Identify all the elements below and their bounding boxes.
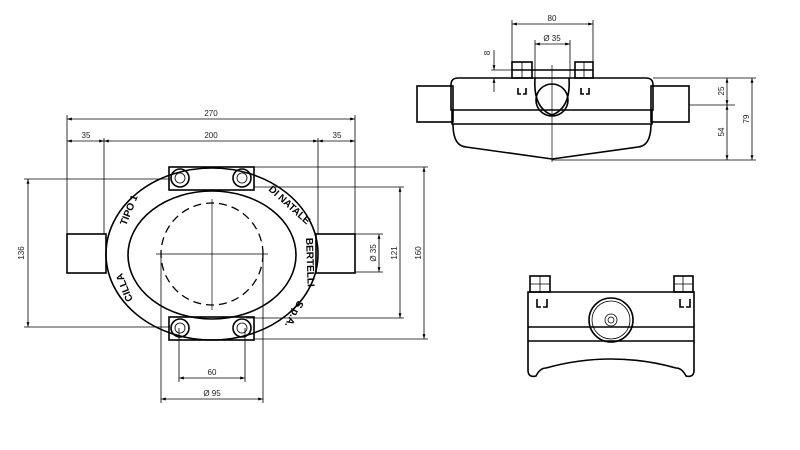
dim-bore-diameter: Ø 95 bbox=[203, 389, 221, 398]
label-maker-1: DI NATALE bbox=[266, 184, 312, 227]
dim-right-stub: 35 bbox=[333, 131, 342, 140]
dim-lower-height: 54 bbox=[717, 127, 726, 136]
dim-bolt-spacing: 60 bbox=[208, 368, 217, 377]
side-dimension-lines bbox=[491, 20, 756, 161]
dim-bolt-spacing-vertical: 136 bbox=[17, 246, 26, 260]
dim-body-width: 200 bbox=[204, 131, 218, 140]
dim-inner-height: 121 bbox=[390, 246, 399, 260]
left-stub bbox=[66, 233, 107, 274]
bottom-clamp-plate bbox=[168, 316, 255, 341]
right-stub bbox=[315, 233, 356, 274]
side-view: 80 Ø 35 8 25 54 79 bbox=[416, 14, 756, 162]
end-view bbox=[527, 275, 695, 378]
dim-side-bolt-spacing: 80 bbox=[548, 14, 557, 23]
inner-body bbox=[127, 190, 297, 320]
top-clamp-plate bbox=[168, 166, 255, 191]
dim-overall-height: 160 bbox=[414, 246, 423, 260]
dim-bolt-height: 8 bbox=[483, 50, 492, 55]
dim-upper-height: 25 bbox=[717, 86, 726, 95]
dim-pipe-diameter: Ø 35 bbox=[543, 34, 561, 43]
label-tipo: TIPO 1 bbox=[119, 193, 141, 227]
label-maker-2: BERTELLI bbox=[303, 238, 316, 287]
label-maker-3: S.p.A. bbox=[282, 299, 305, 329]
bolt-icon bbox=[170, 168, 252, 338]
dim-left-stub: 35 bbox=[82, 131, 91, 140]
front-view: TIPO 1 CILLA DI NATALE BERTELLI S.p.A. bbox=[17, 109, 428, 403]
dim-total-height: 79 bbox=[742, 114, 751, 123]
dimension-lines bbox=[24, 115, 428, 403]
dim-overall-width: 270 bbox=[204, 109, 218, 118]
dim-stub-diameter: Ø 35 bbox=[369, 244, 378, 262]
